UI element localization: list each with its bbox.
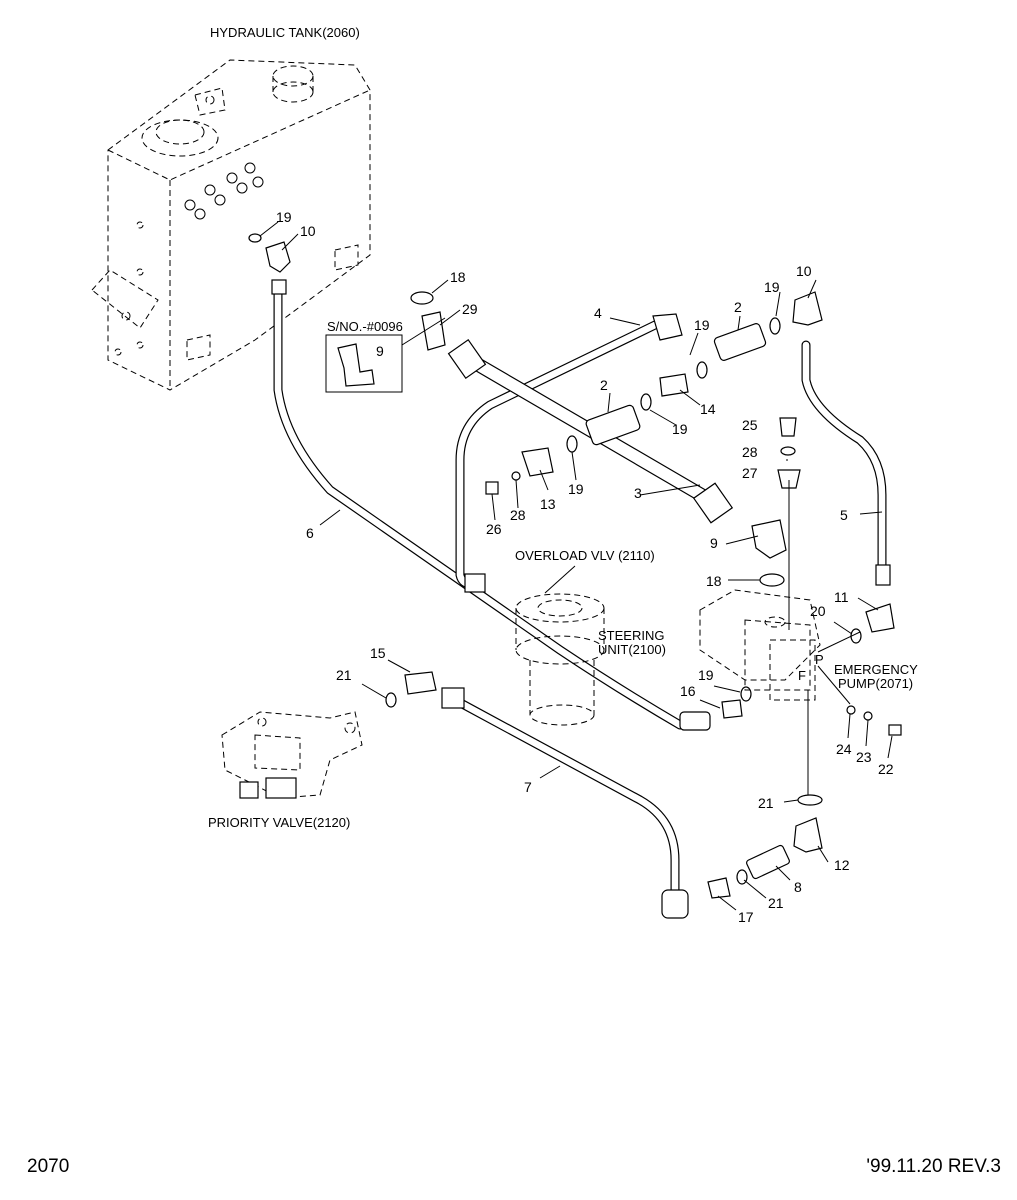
callout-16: 16 (680, 683, 696, 699)
callout-25: 25 (742, 417, 758, 433)
callout-10b: 10 (796, 263, 812, 279)
callout-21a: 21 (336, 667, 352, 683)
callout-18b: 18 (706, 573, 722, 589)
steering-unit (515, 593, 605, 726)
callout-2b: 2 (600, 377, 608, 393)
callout-20: 20 (810, 603, 826, 619)
callout-28b: 28 (510, 507, 526, 523)
callout-17: 17 (738, 909, 754, 925)
callout-6: 6 (306, 525, 314, 541)
callout-5: 5 (840, 507, 848, 523)
callout-11: 11 (834, 589, 849, 605)
callout-28a: 28 (742, 444, 758, 460)
callout-23: 23 (856, 749, 872, 765)
page-number: 2070 (27, 1156, 70, 1177)
callout-19a: 19 (276, 209, 292, 225)
callout-29: 29 (462, 301, 478, 317)
callout-26: 26 (486, 521, 502, 537)
hose-7 (450, 695, 680, 900)
callout-18a: 18 (450, 269, 466, 285)
port-f-label: F (798, 668, 806, 683)
callout-numbers: 19 10 18 29 9 4 19 2 19 10 2 14 19 25 28… (276, 209, 894, 925)
callout-15: 15 (370, 645, 386, 661)
port-p-label: P (815, 652, 824, 667)
callout-9b: 9 (710, 535, 718, 551)
callout-24: 24 (836, 741, 852, 757)
serial-note-label: S/NO.-#0096 (327, 319, 403, 334)
overload-valve-label: OVERLOAD VLV (2110) (515, 548, 655, 563)
hose-fittings (271, 279, 891, 919)
callout-27: 27 (742, 465, 758, 481)
callout-19c: 19 (764, 279, 780, 295)
steering-unit-label-1: STEERING (598, 628, 664, 643)
callout-8: 8 (794, 879, 802, 895)
hydraulic-tank (91, 59, 371, 391)
hose-6 (273, 285, 685, 730)
priority-valve (221, 711, 363, 799)
callout-19e: 19 (568, 481, 584, 497)
callout-13: 13 (540, 496, 556, 512)
emergency-pump-label-2: PUMP(2071) (838, 676, 913, 691)
callout-22: 22 (878, 761, 894, 777)
callout-3: 3 (634, 485, 642, 501)
callout-19b: 19 (694, 317, 710, 333)
callout-9a: 9 (376, 343, 384, 359)
serial-note-box (325, 317, 446, 393)
emergency-pump-label-1: EMERGENCY (834, 662, 918, 677)
callout-14: 14 (700, 401, 716, 417)
emergency-pump (699, 480, 821, 795)
callout-12: 12 (834, 857, 850, 873)
steering-unit-label-2: UNIT(2100) (598, 642, 666, 657)
callout-19d: 19 (672, 421, 688, 437)
leader-lines (259, 221, 893, 911)
date-revision: '99.11.20 REV.3 (866, 1156, 1001, 1177)
hydraulic-tank-label: HYDRAULIC TANK(2060) (210, 25, 360, 40)
callout-10a: 10 (300, 223, 316, 239)
callout-21b: 21 (758, 795, 774, 811)
callout-4: 4 (594, 305, 602, 321)
callout-7: 7 (524, 779, 532, 795)
callout-19f: 19 (698, 667, 714, 683)
callout-21c: 21 (768, 895, 784, 911)
callout-2a: 2 (734, 299, 742, 315)
priority-valve-label: PRIORITY VALVE(2120) (208, 815, 350, 830)
hose-5 (801, 340, 887, 575)
